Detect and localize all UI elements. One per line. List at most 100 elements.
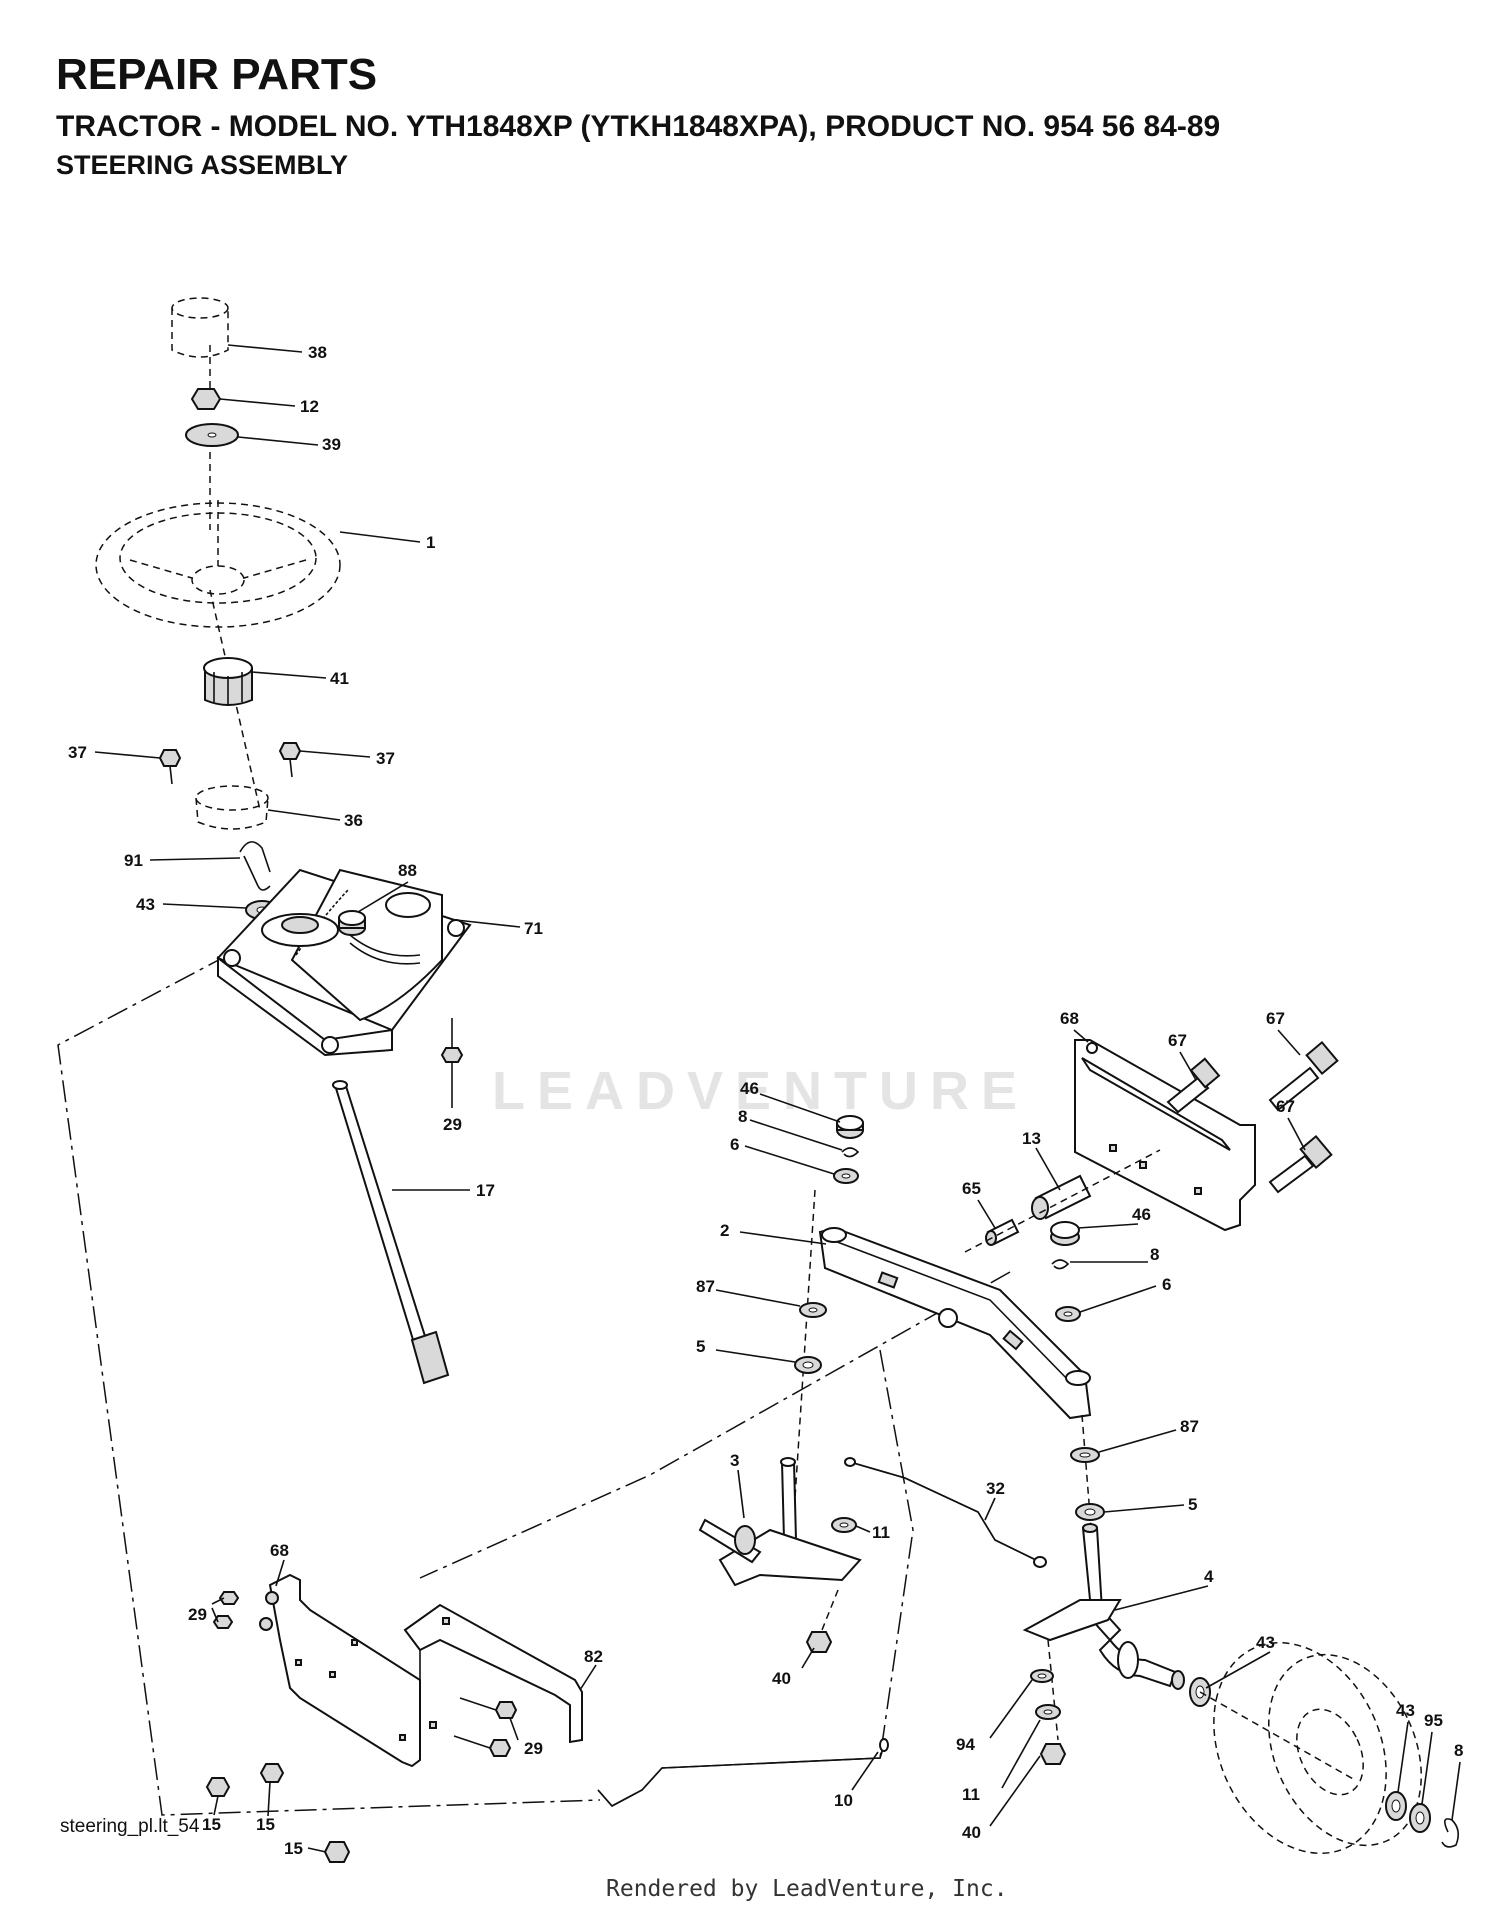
section-title: STEERING ASSEMBLY <box>56 150 349 180</box>
steering-cap-part <box>171 297 229 358</box>
callout-29-gearbox: 29 <box>443 1115 462 1134</box>
callout-2: 2 <box>720 1221 729 1240</box>
cap-part-right <box>1050 1221 1080 1246</box>
nut-part-15b <box>259 1763 285 1783</box>
washer-part-95 <box>1409 1803 1431 1833</box>
callout-8-right: 8 <box>1150 1245 1159 1264</box>
centerline-left-spindle <box>789 1189 816 1576</box>
washer-part-11-left <box>831 1517 857 1533</box>
nut-part <box>190 388 222 410</box>
callout-6-left: 6 <box>730 1135 739 1154</box>
bolt-part-67b <box>1268 1040 1339 1112</box>
callout-12: 12 <box>300 397 319 416</box>
callout-40-lower: 40 <box>962 1823 981 1842</box>
rendered-by-credit: Rendered by LeadVenture, Inc. <box>606 1876 1008 1902</box>
watermark: LEADVENTURE <box>492 1061 1030 1121</box>
steering-gearbox-part <box>216 868 472 1057</box>
callout-43-axle: 43 <box>1256 1633 1275 1652</box>
washer-part-5-left <box>794 1356 822 1374</box>
callout-37-right: 37 <box>376 749 395 768</box>
guide-line-frame <box>57 954 601 1816</box>
bushing-part <box>195 785 269 830</box>
nut-part-40-right <box>1039 1743 1067 1765</box>
callout-67-b: 67 <box>1266 1009 1285 1028</box>
callout-3: 3 <box>730 1451 739 1470</box>
retaining-ring-left <box>841 1147 860 1158</box>
washer-part-87-right <box>1070 1447 1100 1463</box>
front-wheel-part <box>1199 1641 1422 1855</box>
callout-17: 17 <box>476 1181 495 1200</box>
front-axle-part <box>818 1226 1092 1420</box>
lock-nut-part <box>338 910 366 936</box>
page-title: REPAIR PARTS <box>56 50 378 99</box>
callout-71: 71 <box>524 919 543 938</box>
callout-5-left: 5 <box>696 1337 705 1356</box>
callout-labels: 38 12 39 1 41 37 37 3 6 91 8 8 43 71 29 17… <box>68 343 1463 1858</box>
callout-40-upper: 40 <box>772 1669 791 1688</box>
bolt-part-29-right-lower <box>453 1697 518 1757</box>
callout-32: 32 <box>986 1479 1005 1498</box>
callout-43-outer: 43 <box>1396 1701 1415 1720</box>
guide-line-tierod <box>879 1349 914 1759</box>
callout-68-lower: 68 <box>270 1541 289 1560</box>
diagram-reference: steering_pl.lt_54 <box>60 1816 200 1837</box>
callout-5-right: 5 <box>1188 1495 1197 1514</box>
callout-91: 91 <box>124 851 143 870</box>
callout-4: 4 <box>1204 1567 1214 1586</box>
retaining-ring-outer <box>1441 1818 1460 1848</box>
guide-line-shaft <box>419 1271 1011 1579</box>
washer-part-11-right <box>1035 1704 1061 1720</box>
washer-part-87-left <box>799 1302 827 1318</box>
callout-87-right: 87 <box>1180 1417 1199 1436</box>
axle-bracket-upper-part <box>1074 1039 1256 1232</box>
steering-shaft-part <box>332 1080 450 1385</box>
callout-38: 38 <box>308 343 327 362</box>
bolt-part-29-lower <box>212 1591 240 1629</box>
steering-support-part <box>403 1603 583 1760</box>
bolt-part-left <box>158 749 182 785</box>
callout-8-outer: 8 <box>1454 1741 1463 1760</box>
callout-87-left: 87 <box>696 1277 715 1296</box>
callout-39: 39 <box>322 435 341 454</box>
hairpin-clip-part <box>239 841 271 891</box>
cap-part-left <box>836 1115 864 1139</box>
bolt-part-gearbox <box>440 1018 464 1108</box>
centerline-nut-left <box>821 1589 839 1631</box>
steering-wheel-part <box>95 500 341 628</box>
washer-part-right <box>1055 1306 1081 1322</box>
callout-46-right: 46 <box>1132 1205 1151 1224</box>
washer-part <box>185 423 239 447</box>
centerline-right-spindle <box>1081 1414 1093 1541</box>
callout-94: 94 <box>956 1735 975 1754</box>
callout-37-left: 37 <box>68 743 87 762</box>
callout-67-a: 67 <box>1168 1031 1187 1050</box>
retaining-ring-right <box>1051 1259 1070 1270</box>
bolt-part-67a <box>1166 1057 1221 1114</box>
washer-part-5-right <box>1075 1503 1105 1521</box>
callout-41: 41 <box>330 669 349 688</box>
washer-part-left <box>833 1168 859 1184</box>
callout-11-upper: 11 <box>872 1523 890 1542</box>
callout-13: 13 <box>1022 1129 1041 1148</box>
callout-15-b: 15 <box>256 1815 275 1834</box>
callout-29-lower-left: 29 <box>188 1605 207 1624</box>
bolt-part-67c <box>1268 1134 1333 1194</box>
washer-part-43-axle <box>1189 1677 1211 1707</box>
leader-lines <box>94 344 1461 1853</box>
callout-11-lower: 11 <box>962 1785 980 1804</box>
nut-part-15c <box>323 1841 351 1863</box>
left-spindle-part <box>698 1457 862 1587</box>
centerline-pivot <box>964 1149 1161 1253</box>
callout-6-right: 6 <box>1162 1275 1171 1294</box>
washer-part-43-outer <box>1385 1791 1407 1821</box>
callout-15-a: 15 <box>202 1815 221 1834</box>
callout-1: 1 <box>426 533 435 552</box>
bolt-part-right <box>278 742 302 778</box>
callout-29-lower-right: 29 <box>524 1739 543 1758</box>
right-spindle-part <box>1022 1523 1185 1690</box>
tie-rod-part <box>844 1457 1047 1568</box>
callout-46-left: 46 <box>740 1079 759 1098</box>
centerline-right-nut <box>1047 1639 1059 1741</box>
callout-8-left: 8 <box>738 1107 747 1126</box>
